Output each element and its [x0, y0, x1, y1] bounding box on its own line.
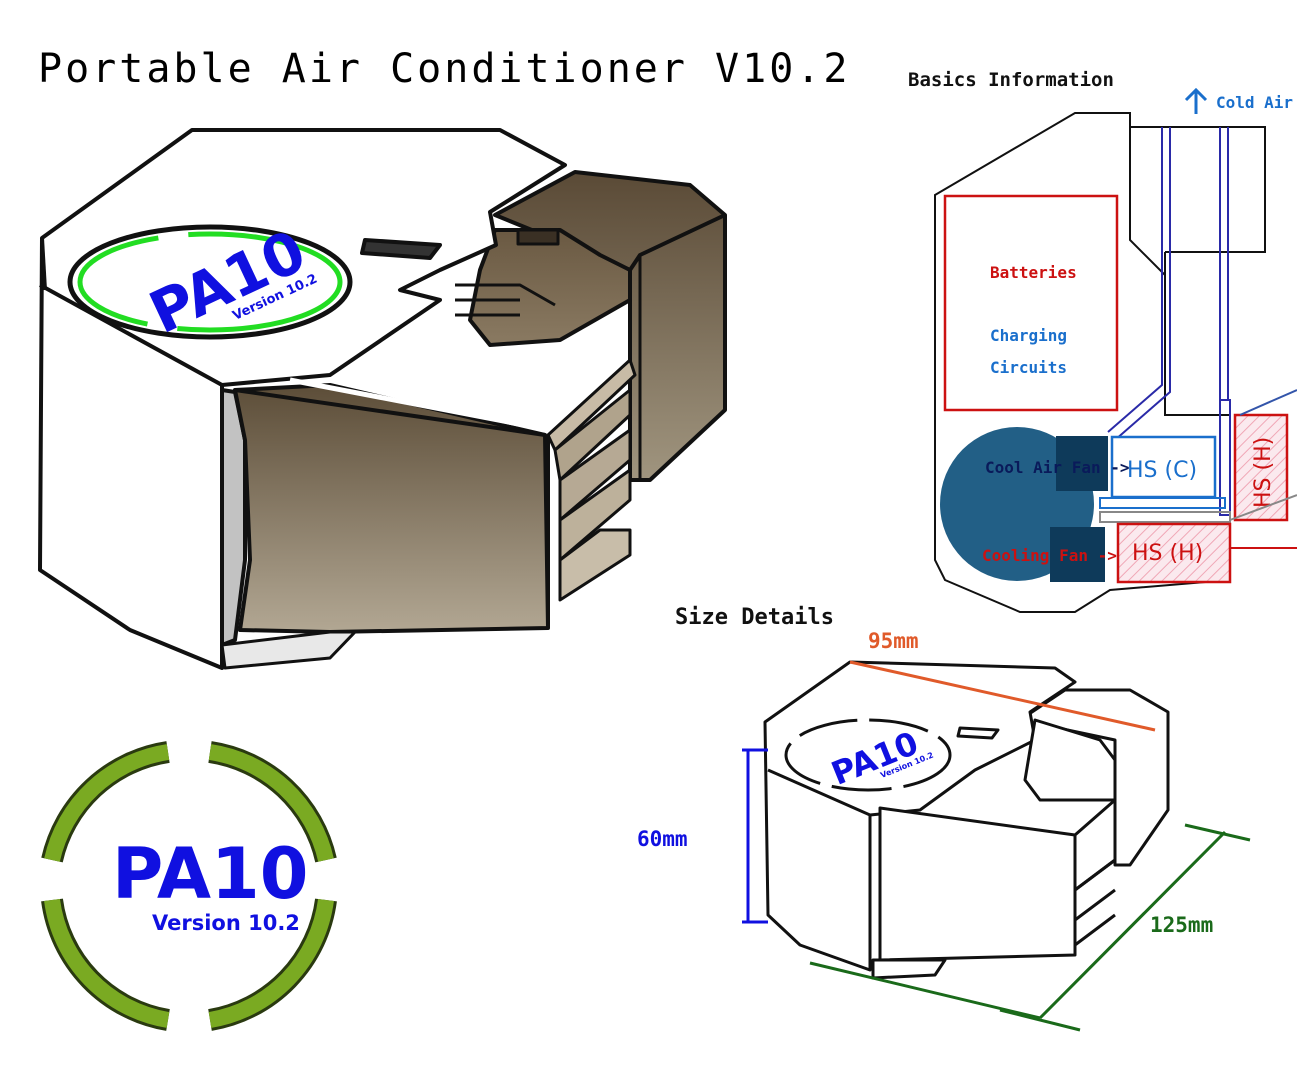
- height-dimension-line: [742, 748, 768, 924]
- batteries-box: [943, 194, 1119, 412]
- depth-label: 125mm: [1150, 913, 1213, 937]
- cooling-fan-label: Cooling Fan ->: [982, 546, 1117, 565]
- hs-cold-box: [1110, 435, 1217, 499]
- charging-label-1: Charging: [990, 326, 1067, 345]
- big-logo: PA10 Version 10.2: [41, 741, 337, 1031]
- page-title: Portable Air Conditioner V10.2: [38, 46, 850, 92]
- arrow-up-icon: [1184, 87, 1208, 114]
- width-label: 95mm: [868, 629, 919, 653]
- cold-air-label: Cold Air: [1216, 93, 1293, 112]
- hs-hot-box: [1116, 522, 1232, 584]
- width-dimension-line: [849, 660, 1156, 732]
- height-label: 60mm: [637, 827, 688, 851]
- big-logo-brand: PA10: [112, 833, 308, 915]
- batteries-label: Batteries: [990, 263, 1077, 282]
- size-heading: Size Details: [675, 605, 834, 630]
- cool-air-fan-label: Cool Air Fan ->: [985, 458, 1130, 477]
- hs-cold-label: HS (C): [1127, 458, 1197, 483]
- big-logo-version: Version 10.2: [152, 911, 300, 935]
- depth-dimension-line: [809, 823, 1251, 1032]
- hs-hot-label: HS (H): [1132, 541, 1203, 566]
- charging-label-2: Circuits: [990, 358, 1067, 377]
- hs-hot-vertical-label: HS (H): [1251, 437, 1276, 508]
- main-unit-illustration: [38, 128, 727, 670]
- basics-heading: Basics Information: [908, 69, 1114, 91]
- size-section: Size Details PA10 Version 10.2 95mm 60: [637, 605, 1251, 1032]
- basics-section: Basics Information Cold Air Batteries Ch…: [908, 69, 1297, 613]
